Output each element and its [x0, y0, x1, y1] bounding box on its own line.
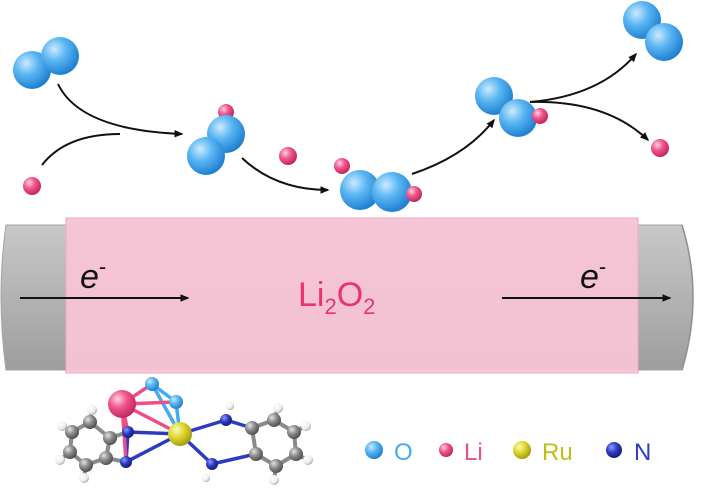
li2o2-adsorbed: [334, 158, 422, 212]
pathway-arrow-4b: [529, 100, 650, 142]
legend-item-ru: Ru: [513, 439, 573, 466]
pathway-arrow-3: [411, 118, 495, 175]
svg-text:Li: Li: [464, 439, 483, 466]
o2-molecule-product: [623, 1, 683, 61]
legend-item-o: O: [365, 439, 413, 466]
electron-label-left: e-: [80, 254, 106, 296]
li-ion-reactant: [23, 177, 41, 195]
li-ion-product: [651, 139, 669, 157]
legend-item-n: N: [606, 439, 651, 466]
legend: O Li Ru N: [365, 439, 651, 466]
ru-catalyst-structure: [55, 377, 313, 485]
pathway-arrow-4a: [529, 52, 637, 103]
pathway-arrow-1: [57, 83, 184, 138]
pathway-arrow-2: [241, 157, 330, 194]
o2-molecule-reactant: [13, 37, 79, 89]
legend-item-li: Li: [439, 439, 483, 466]
lio2-oxidation-intermediate: [475, 77, 548, 137]
li-ion-free: [279, 147, 297, 165]
svg-text:Ru: Ru: [542, 439, 573, 466]
lio2-intermediate: [187, 104, 245, 175]
electron-label-right: e-: [580, 254, 606, 296]
product-label: Li2O2: [298, 276, 375, 319]
li2o2-overlay: [65, 217, 639, 374]
pathway-arrow-1b: [41, 133, 121, 166]
svg-text:O: O: [394, 439, 413, 466]
svg-text:N: N: [634, 439, 651, 466]
